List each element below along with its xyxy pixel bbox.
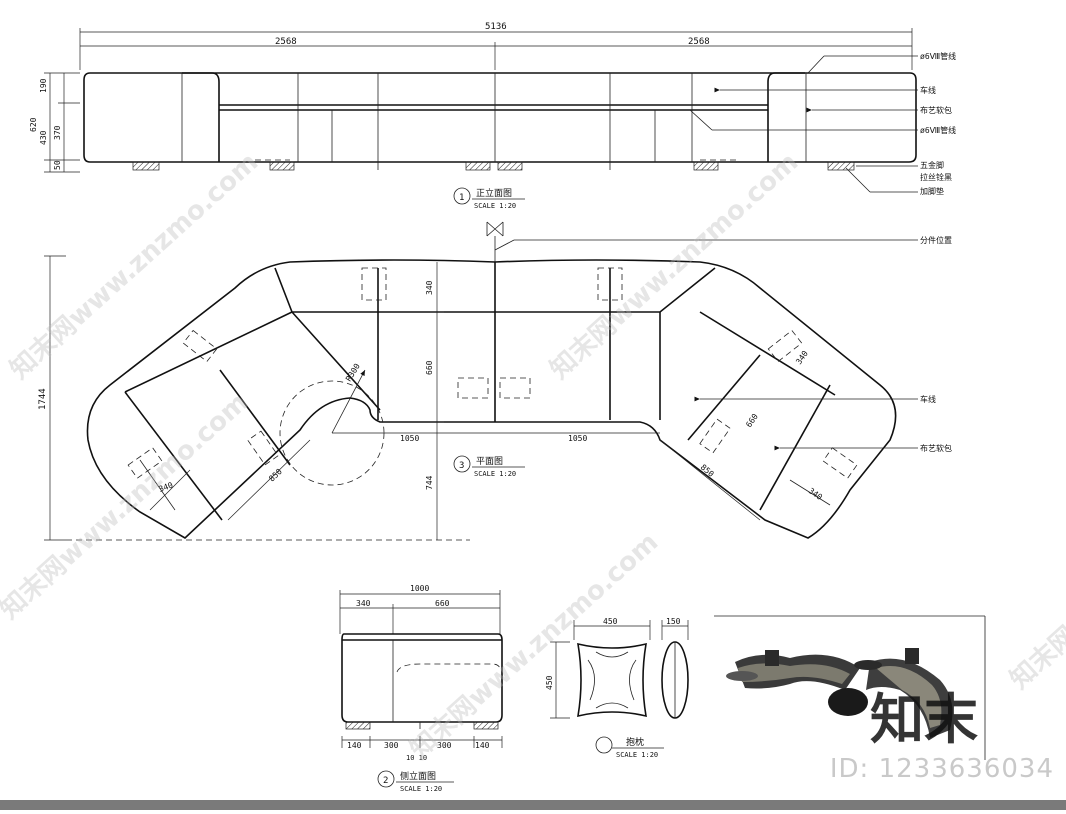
front-callout-pipe-top: ø6Ⅷ管线 [920,51,956,61]
plan-callout-seam: 车线 [920,394,936,404]
plan-dim-744: 744 [425,475,434,490]
side-title-number: 2 [383,776,388,786]
watermark-2: 知末网www.znzmo.com [545,147,805,385]
bottom-bar [0,800,1066,810]
front-half-right-dim: 2568 [688,37,710,47]
side-elevation: 1000 340 660 140 300 300 140 10 10 2 侧立面… [339,584,503,793]
front-callout-foot-pad: 加脚垫 [920,186,944,196]
front-elevation: 5136 2568 2568 190 370 50 620 430 [29,22,956,210]
plan-dim-1050-left: 1050 [400,434,419,443]
watermark-logo: 知末 [870,688,978,751]
side-top-dim-660: 660 [435,599,450,608]
front-title-number: 1 [459,193,464,203]
front-half-left-dim: 2568 [275,37,297,47]
watermark-3: 知末网www.znzmo.com [0,387,254,625]
sofa-photo [714,615,986,760]
plan-dim-340-right-top: 340 [794,349,810,366]
front-callout-brushed-black: 拉丝铨黑 [920,172,952,182]
front-total-dim: 5136 [485,22,507,32]
side-scale: SCALE 1:20 [400,785,442,793]
plan-dim-660: 660 [425,360,434,375]
id-label: ID: 1233636034 [829,754,1054,784]
pillow-thickness: 150 [666,617,681,626]
plan-title-number: 3 [459,461,464,471]
plan-radius: R300 [344,362,362,383]
front-height-370: 370 [53,125,62,140]
side-total-dim: 1000 [410,584,429,593]
side-bottom-dim-2: 300 [384,741,399,750]
pillow-scale: SCALE 1:20 [616,751,658,759]
side-top-dim-340: 340 [356,599,371,608]
side-bottom-dim-4: 140 [475,741,490,750]
pillow-width: 450 [603,617,618,626]
plan-overall-depth: 1744 [38,388,48,410]
plan-callout-fabric: 布艺软包 [920,443,952,453]
plan-scale: SCALE 1:20 [474,470,516,478]
front-callout-seam: 车线 [920,85,936,95]
pillow-detail: 450 450 150 抱枕 SCALE 1:20 [545,617,689,759]
watermark-1: 知末网www.znzmo.com [5,147,265,385]
side-bottom-dim-3: 300 [437,741,452,750]
plan-dim-850-right: 850 [699,463,716,479]
side-title: 侧立面图 [400,770,436,782]
plan-title: 平面图 [476,456,503,467]
watermark-4: 知末网www.znzmo.com [405,527,665,765]
front-scale: SCALE 1:20 [474,202,516,210]
plan-callout-split: 分件位置 [920,235,952,245]
front-height-total: 620 [29,117,38,132]
pillow-title: 抱枕 [626,736,644,748]
plan-dim-1050-right: 1050 [568,434,587,443]
front-title: 正立面图 [476,187,512,199]
front-height-430: 430 [39,130,48,145]
front-height-50: 50 [53,160,62,170]
front-callout-fabric: 布艺软包 [920,105,952,115]
side-under-dim: 10 10 [406,754,427,762]
front-callout-pipe-bottom: ø6Ⅷ管线 [920,125,956,135]
plan-dim-850-left: 850 [267,467,284,484]
watermark-5: 知末网www.znzmo.com [1005,457,1066,695]
front-callout-hardware-foot: 五金脚 [920,160,944,170]
plan-dim-660-right: 660 [744,412,760,429]
front-height-190: 190 [39,78,48,93]
side-bottom-dim-1: 140 [347,741,362,750]
plan-dim-340-top: 340 [425,280,434,295]
plan-view: 分件位置 1744 R30 [38,221,952,541]
pillow-height: 450 [545,675,554,690]
